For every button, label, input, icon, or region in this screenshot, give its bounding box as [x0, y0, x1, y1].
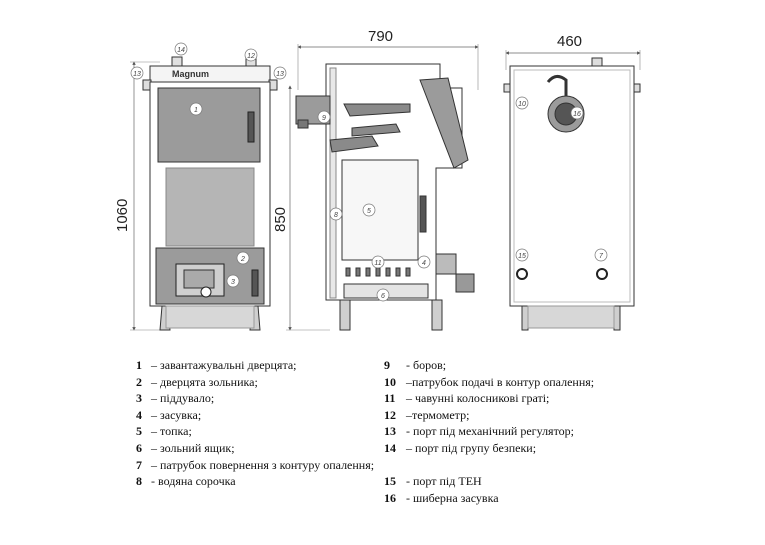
legend-text: – патрубок повернення з контуру опалення…: [151, 457, 375, 472]
legend-number: 6: [136, 440, 142, 455]
legend-number: 10: [384, 374, 396, 389]
legend-number: 3: [136, 391, 142, 406]
legend-number: 13: [384, 424, 396, 439]
callouts: [130, 42, 608, 302]
callout-15: 15: [518, 253, 526, 260]
legend-item: 15 - порт під ТЕН: [384, 473, 594, 490]
brand-label: Magnum: [172, 69, 209, 79]
dimension-side-width: 790: [368, 28, 393, 45]
legend-text: – засувка;: [151, 407, 202, 422]
legend-text: – порт під групу безпеки;: [406, 440, 537, 455]
legend-text: –термометр;: [406, 407, 470, 422]
legend-number: 8: [136, 474, 142, 489]
legend-text: – завантажувальні дверцята;: [151, 358, 297, 372]
legend-number: 1: [136, 358, 142, 372]
legend-right: 9 - боров; 10 –патрубок подачі в контур оп…: [384, 357, 594, 506]
legend-number: 12: [384, 407, 396, 422]
legend-text: – топка;: [151, 424, 192, 439]
legend-item: 10 –патрубок подачі в контур опалення;: [384, 374, 594, 391]
legend-number: 9: [384, 358, 390, 372]
front-view: [130, 56, 278, 331]
callout-1: 1: [194, 107, 198, 114]
callout-8: 8: [334, 212, 338, 219]
legend-text: – піддувало;: [151, 391, 215, 406]
legend-text: - порт під механічний регулятор;: [406, 424, 574, 439]
legend-number: 4: [136, 407, 142, 422]
legend-item: 16 - шиберна засувка: [384, 490, 594, 507]
legend-item: 14 – порт під групу безпеки;: [384, 440, 594, 457]
callout-2: 2: [240, 256, 245, 263]
legend-text: – зольний ящик;: [151, 440, 235, 455]
callout-16: 16: [573, 111, 581, 118]
legend-number: 7: [136, 457, 142, 472]
callout-4: 4: [422, 260, 426, 267]
legend-spacer: [384, 457, 594, 474]
legend-item: 6 – зольний ящик;: [136, 440, 374, 457]
callout-10: 10: [518, 101, 526, 108]
callout-3: 3: [231, 279, 235, 286]
legend-text: - боров;: [406, 358, 447, 372]
legend-text: - порт під ТЕН: [406, 474, 482, 489]
callout-9: 9: [322, 115, 326, 122]
legend-text: - шиберна засувка: [406, 490, 499, 505]
legend-left: 1 – завантажувальні дверцята; 2 – дверцята…: [136, 357, 374, 490]
legend-item: 7 – патрубок повернення з контуру опаленн…: [136, 457, 374, 474]
callout-13-left: 13: [133, 71, 141, 78]
legend-item: 8 - водяна сорочка: [136, 473, 374, 490]
legend-item: 13 - порт під механічний регулятор;: [384, 423, 594, 440]
legend-text: – дверцята зольника;: [151, 374, 258, 389]
dimension-side-height: 850: [272, 207, 289, 232]
callout-7: 7: [599, 253, 604, 260]
callout-11: 11: [374, 260, 381, 267]
legend-number: 14: [384, 440, 396, 455]
boiler-diagram: Magnum: [114, 28, 641, 331]
legend-text: - водяна сорочка: [151, 474, 236, 489]
legend-item: 1 – завантажувальні дверцята;: [136, 357, 374, 374]
legend-number: 11: [384, 391, 396, 406]
side-view: [286, 44, 479, 331]
legend-item: 11 – чавунні колосникові гратi;: [384, 390, 594, 407]
back-view: [503, 50, 641, 331]
callout-6: 6: [381, 293, 385, 300]
callout-14: 14: [177, 47, 185, 54]
legend-number: 5: [136, 424, 142, 439]
legend-text: –патрубок подачі в контур опалення;: [406, 374, 595, 389]
legend-item: 4 – засувка;: [136, 407, 374, 424]
dimension-front-height: 1060: [114, 199, 131, 232]
callout-12: 12: [247, 53, 255, 60]
callout-13-right: 13: [276, 71, 284, 78]
dimension-back-width: 460: [557, 33, 582, 50]
legend-number: 2: [136, 374, 142, 389]
legend-number: 16: [384, 490, 396, 505]
callout-5: 5: [367, 208, 371, 215]
legend-item: 5 – топка;: [136, 423, 374, 440]
legend-item: 9 - боров;: [384, 357, 594, 374]
legend-number: 15: [384, 474, 396, 489]
legend-text: – чавунні колосникові гратi;: [406, 391, 550, 406]
legend-item: 2 – дверцята зольника;: [136, 374, 374, 391]
legend-item: 3 – піддувало;: [136, 390, 374, 407]
legend-item: 12 –термометр;: [384, 407, 594, 424]
